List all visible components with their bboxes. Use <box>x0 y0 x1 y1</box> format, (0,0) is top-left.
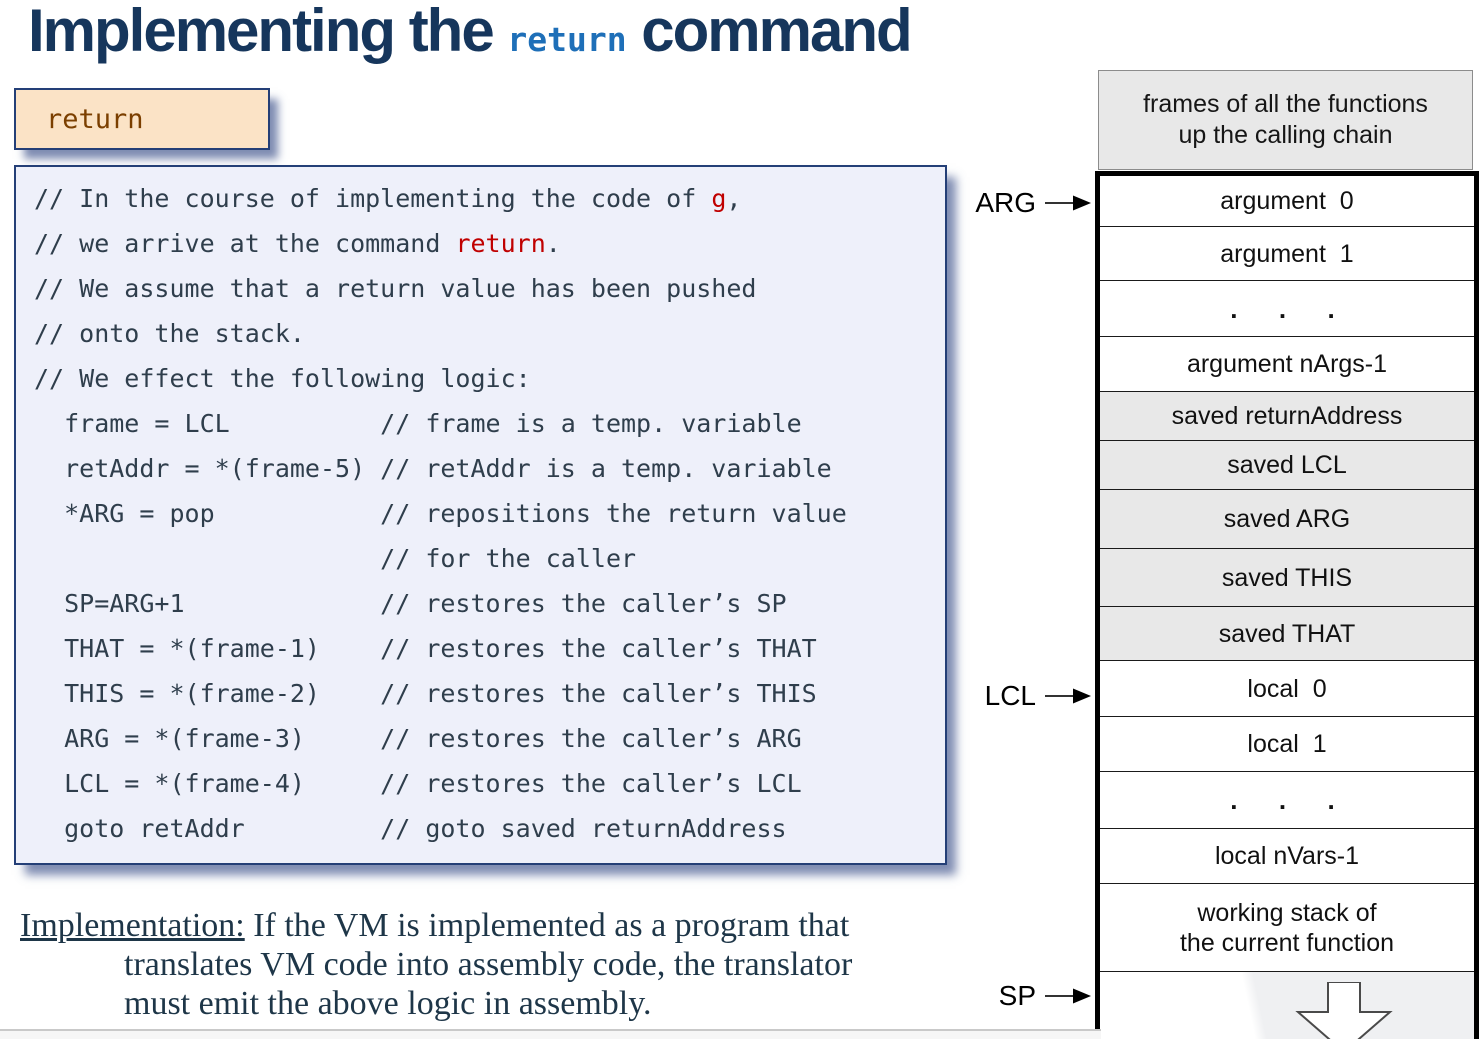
lcl-pointer: LCL <box>975 680 1093 711</box>
stack-row: argument nArgs-1 <box>1100 337 1474 392</box>
code-line: frame = LCL // frame is a temp. variable <box>34 409 802 438</box>
stack-row-label: . . . <box>1230 293 1344 324</box>
down-arrow-icon <box>1295 982 1393 1039</box>
stack-row: working stack of the current function <box>1100 884 1474 972</box>
code-line: goto retAddr // goto saved returnAddress <box>34 814 787 843</box>
code-line: // In the course of implementing the cod… <box>34 184 742 213</box>
arg-pointer-label: ARG <box>975 187 1036 218</box>
arg-pointer: ARG <box>975 187 1093 218</box>
code-line: SP=ARG+1 // restores the caller’s SP <box>34 589 787 618</box>
stack-row-label: local 0 <box>1247 674 1327 703</box>
stack-row: saved THAT <box>1100 607 1474 661</box>
code-line: LCL = *(frame-4) // restores the caller’… <box>34 769 802 798</box>
stack-row: argument 1 <box>1100 227 1474 281</box>
code-line: *ARG = pop // repositions the return val… <box>34 499 847 528</box>
stack-diagram: argument 0 argument 1 . . . argument nArgs-… <box>1095 171 1479 1039</box>
stack-row: local 0 <box>1100 661 1474 717</box>
right-arrow-icon <box>1045 988 1091 1004</box>
stack-row-label: saved ARG <box>1223 505 1351 533</box>
sp-pointer: SP <box>975 980 1093 1011</box>
stack-row: saved LCL <box>1100 441 1474 490</box>
stack-row: local nVars-1 <box>1100 829 1474 884</box>
code-line: // We assume that a return value has bee… <box>34 274 757 303</box>
lcl-pointer-label: LCL <box>984 680 1036 711</box>
page-title: Implementing the return command <box>28 0 913 71</box>
stack-row: local 1 <box>1100 717 1474 772</box>
sp-pointer-label: SP <box>998 980 1036 1011</box>
code-line: // We effect the following logic: <box>34 364 531 393</box>
stack-row-sp-empty <box>1100 972 1474 1039</box>
implementation-line-3: must emit the above logic in assembly. <box>124 985 652 1022</box>
code-line: retAddr = *(frame-5) // retAddr is a tem… <box>34 454 832 483</box>
implementation-line-2: translates VM code into assembly code, t… <box>124 946 853 983</box>
code-line: // onto the stack. <box>34 319 305 348</box>
implementation-line-1: Implementation: If the VM is implemented… <box>20 906 852 945</box>
slide-bottom-edge <box>0 1029 1101 1039</box>
stack-row: saved returnAddress <box>1100 392 1474 441</box>
right-arrow-icon <box>1045 195 1091 211</box>
stack-row-label: saved LCL <box>1227 451 1347 479</box>
stack-row-label: local nVars-1 <box>1214 842 1360 870</box>
title-return-keyword: return <box>507 20 627 59</box>
stack-row-label: argument 0 <box>1220 187 1354 215</box>
stack-row-label: working stack of the current function <box>1179 898 1394 957</box>
stack-row: argument 0 <box>1100 176 1474 227</box>
code-line: // for the caller <box>34 544 637 573</box>
frames-header: frames of all the functions up the calli… <box>1098 70 1473 170</box>
stack-row-label: saved THIS <box>1221 563 1353 592</box>
stack-row-label: argument 1 <box>1220 239 1354 268</box>
stack-row-label: saved THAT <box>1218 619 1356 648</box>
title-prefix: Implementing the <box>28 0 508 64</box>
code-panel: // In the course of implementing the cod… <box>14 165 947 865</box>
right-arrow-icon <box>1045 688 1091 704</box>
return-command-tag: return <box>14 88 270 150</box>
code-line: ARG = *(frame-3) // restores the caller’… <box>34 724 802 753</box>
stack-row: saved THIS <box>1100 549 1474 607</box>
implementation-note: Implementation: If the VM is implemented… <box>20 906 852 1023</box>
stack-row: . . . <box>1100 772 1474 829</box>
stack-row-label: . . . <box>1230 785 1344 815</box>
stack-row-label: argument nArgs-1 <box>1186 350 1388 378</box>
vm-return-logic-code: // In the course of implementing the cod… <box>34 176 945 851</box>
stack-row-label: saved returnAddress <box>1171 402 1403 430</box>
implementation-line-1-text: If the VM is implemented as a program th… <box>244 907 850 944</box>
title-suffix: command <box>626 0 912 64</box>
code-line: // we arrive at the command return. <box>34 229 561 258</box>
stack-row: saved ARG <box>1100 490 1474 549</box>
code-line: THAT = *(frame-1) // restores the caller… <box>34 634 817 663</box>
stack-row: . . . <box>1100 281 1474 337</box>
code-line: THIS = *(frame-2) // restores the caller… <box>34 679 817 708</box>
stack-row-label: local 1 <box>1247 730 1327 758</box>
implementation-label: Implementation: <box>20 907 245 944</box>
